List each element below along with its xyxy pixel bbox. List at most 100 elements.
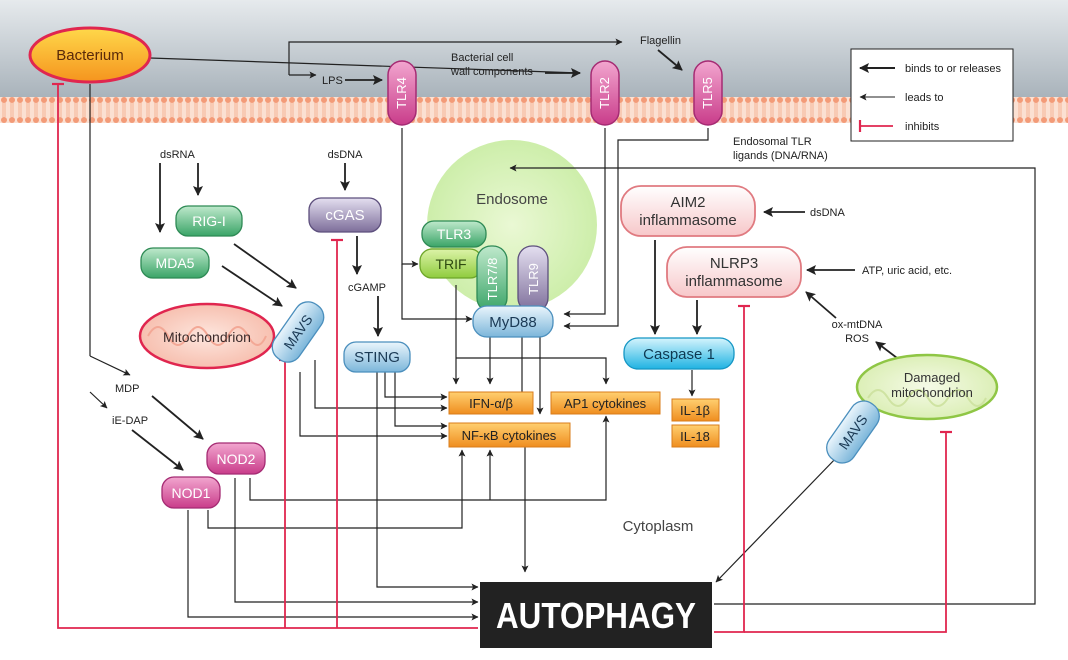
- nlrp3-label-2: inflammasome: [685, 273, 783, 290]
- lps-label: LPS: [322, 75, 343, 87]
- edge-oxmtdna-nlrp3: [805, 291, 837, 319]
- mitochondrion-node: Mitochondrion: [138, 302, 276, 370]
- tlr2-receptor: TLR2: [590, 60, 620, 126]
- tlr2-label: TLR2: [597, 77, 612, 109]
- edge-tlr4-trif: [401, 128, 419, 268]
- tlr4-receptor: TLR4: [387, 60, 417, 126]
- bacterium-label: Bacterium: [56, 47, 124, 64]
- tlr5-receptor: TLR5: [693, 60, 723, 126]
- edge-sting-ifn: [384, 372, 448, 401]
- edge-mavs-nfkb: [299, 372, 448, 440]
- cellwall-label-2: wall components: [450, 66, 533, 78]
- edge-nod2-autophagy: [234, 478, 479, 606]
- nod1-label: NOD1: [172, 485, 211, 501]
- endosome-label: Endosome: [476, 191, 548, 208]
- flagellin-label: Flagellin: [640, 35, 681, 47]
- edge-trif-ap1: [456, 357, 610, 385]
- myd88-node: MyD88: [472, 305, 554, 338]
- mavs-right-node: MAVS: [826, 400, 880, 464]
- edge-iedap-nod1: [131, 429, 184, 471]
- edge-tlr2-myd88: [563, 128, 606, 318]
- edge-tlr5-myd88: [563, 128, 709, 330]
- il1b-label: IL-1β: [680, 403, 710, 418]
- connectors: [89, 38, 1036, 621]
- il1b-box: IL-1β: [671, 398, 720, 422]
- mda5-label: MDA5: [156, 255, 195, 271]
- edge-mda5-mavs: [221, 265, 283, 307]
- cgas-node: cGAS: [308, 197, 382, 233]
- edge-sting-nfkb: [394, 372, 448, 430]
- rig-i-node: RIG-I: [175, 205, 243, 237]
- atp-label: ATP, uric acid, etc.: [862, 265, 952, 277]
- cgas-label: cGAS: [325, 207, 364, 224]
- autophagy-label: AUTOPHAGY: [496, 595, 696, 636]
- edge-nod1-nfkb: [207, 449, 466, 529]
- inhibitions: [52, 82, 952, 633]
- cellwall-label-1: Bacterial cell: [451, 52, 513, 64]
- legend: binds to or releases leads to inhibits: [850, 48, 1014, 142]
- nod2-label: NOD2: [217, 451, 256, 467]
- edge-nod1-autophagy: [187, 510, 479, 621]
- autophagy-node: AUTOPHAGY: [480, 582, 712, 648]
- mavs-left-node: MAVS: [271, 301, 325, 363]
- mda5-node: MDA5: [140, 247, 210, 279]
- edge-mavs-autophagy: [715, 455, 839, 583]
- il18-box: IL-18: [671, 424, 720, 448]
- tlr3-node: TLR3: [421, 220, 487, 248]
- mitochondrion-label: Mitochondrion: [163, 329, 251, 345]
- dsrna-label: dsRNA: [160, 149, 196, 161]
- cgamp-label: cGAMP: [348, 282, 386, 294]
- ifn-box: IFN-α/β: [448, 391, 534, 415]
- legend-inhibits-label: inhibits: [905, 121, 940, 133]
- nfkb-box: NF-κB cytokines: [448, 422, 571, 448]
- edge-nod2-ap1: [249, 415, 610, 501]
- nod1-node: NOD1: [161, 476, 221, 509]
- caspase1-label: Caspase 1: [643, 346, 715, 363]
- nlrp3-inflammasome-node: NLRP3 inflammasome: [666, 246, 802, 298]
- edge-mdp: [89, 355, 131, 376]
- endosomal-ligands-label-2: ligands (DNA/RNA): [733, 150, 828, 162]
- legend-leads-label: leads to: [905, 92, 944, 104]
- ifn-label: IFN-α/β: [469, 396, 513, 411]
- endosomal-ligands-label-1: Endosomal TLR: [733, 136, 812, 148]
- trif-label: TRIF: [435, 256, 466, 272]
- tlr4-label: TLR4: [394, 77, 409, 109]
- edge-mavs-ifn: [314, 360, 448, 412]
- damaged-mitochondrion-node: Damaged mitochondrion: [855, 353, 999, 421]
- tlr9-label: TLR9: [526, 263, 541, 295]
- mdp-label: MDP: [115, 383, 139, 395]
- nfkb-label: NF-κB cytokines: [462, 428, 557, 443]
- tlr78-label: TLR7/8: [485, 258, 500, 301]
- trif-node: TRIF: [419, 248, 483, 279]
- edge-endosomal-ligands: [509, 164, 1036, 605]
- edge-iedap: [89, 391, 108, 409]
- aim2-label-2: inflammasome: [639, 212, 737, 229]
- legend-binds-label: binds to or releases: [905, 63, 1001, 75]
- aim2-label-1: AIM2: [670, 194, 705, 211]
- edge-sting-autophagy: [376, 372, 479, 591]
- tlr3-label: TLR3: [437, 226, 471, 242]
- tlr9-node: TLR9: [517, 245, 549, 313]
- nod2-node: NOD2: [206, 442, 266, 475]
- iedap-label: iE-DAP: [112, 415, 148, 427]
- edge-bacterium-cellwall: [149, 57, 581, 77]
- aim2-inflammasome-node: AIM2 inflammasome: [620, 185, 756, 237]
- inhibit-autophagy-bacterium: [57, 84, 478, 629]
- rig-i-label: RIG-I: [192, 213, 225, 229]
- il18-label: IL-18: [680, 429, 710, 444]
- caspase1-node: Caspase 1: [623, 337, 735, 370]
- bacterium-node: Bacterium: [28, 26, 152, 84]
- ox-mtdna-label: ox-mtDNA: [832, 319, 883, 331]
- damaged-mito-label-1: Damaged: [904, 370, 960, 385]
- edge-tlr4-myd88: [401, 264, 473, 323]
- damaged-mito-label-2: mitochondrion: [891, 385, 973, 400]
- tlr78-node: TLR7/8: [476, 245, 508, 313]
- nlrp3-label-1: NLRP3: [710, 255, 758, 272]
- edge-flagellin: [288, 38, 623, 75]
- tlr5-label: TLR5: [700, 77, 715, 109]
- edge-flagellin-tlr5: [657, 49, 683, 71]
- ros-label: ROS: [845, 333, 869, 345]
- edge-rigi-mavs: [233, 243, 297, 289]
